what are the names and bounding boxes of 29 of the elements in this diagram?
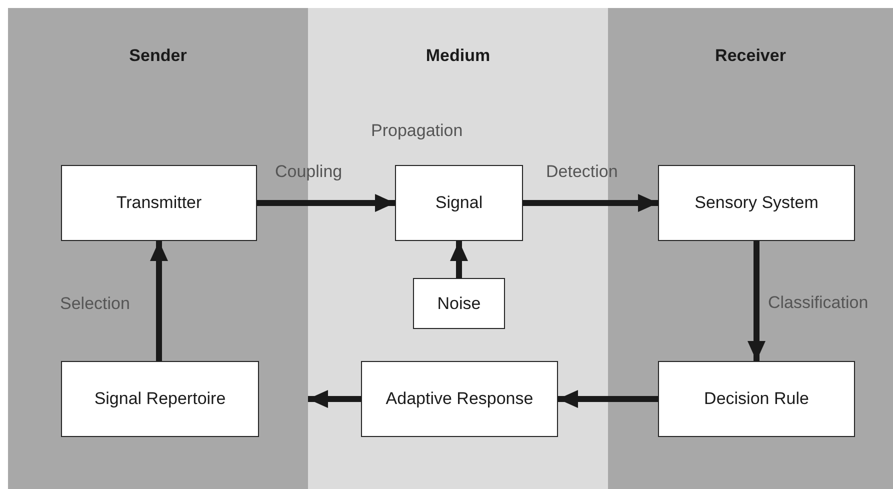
- process-box: [658, 361, 855, 437]
- process-box: [413, 278, 505, 329]
- box-label: Noise: [437, 292, 481, 314]
- arrow: [523, 194, 658, 212]
- stage-label: Propagation: [371, 121, 463, 141]
- box-label: Adaptive Response: [386, 388, 534, 410]
- process-box: [658, 165, 855, 241]
- process-box: [61, 361, 259, 437]
- arrow: [257, 194, 395, 212]
- process-box: [395, 165, 523, 241]
- column-heading: Medium: [426, 46, 490, 65]
- box-label: Sensory System: [694, 192, 818, 214]
- process-box: [361, 361, 558, 437]
- edge-label: Classification: [768, 293, 868, 313]
- edge-label: Selection: [60, 294, 130, 314]
- box-label: Decision Rule: [704, 388, 809, 410]
- arrow: [748, 241, 766, 361]
- process-box: [61, 165, 257, 241]
- column-heading: Receiver: [715, 46, 786, 65]
- box-label: Signal Repertoire: [94, 388, 226, 410]
- arrow: [450, 241, 468, 278]
- box-label: Signal: [435, 192, 483, 214]
- edge-label: Coupling: [275, 162, 342, 182]
- column-heading: Sender: [129, 46, 187, 65]
- box-label: Transmitter: [116, 192, 202, 214]
- edge-label: Detection: [546, 162, 618, 182]
- arrow: [308, 390, 361, 408]
- arrow: [150, 241, 168, 361]
- arrow: [558, 390, 658, 408]
